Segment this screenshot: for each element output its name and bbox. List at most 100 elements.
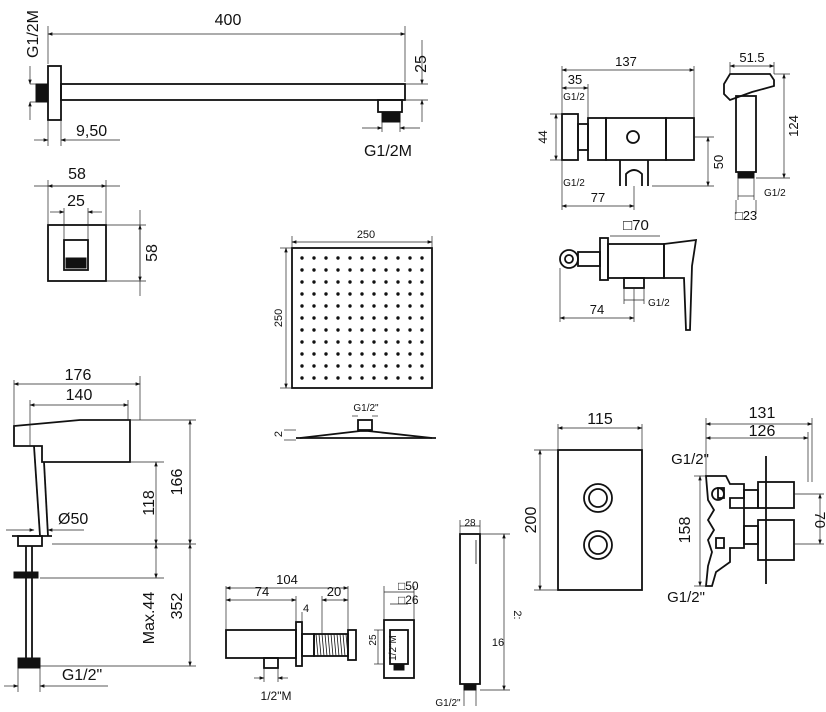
bidet-valve-thread-bottom-label: G1/2 (563, 178, 585, 189)
head-nozzle-grid (300, 256, 424, 380)
nozzle-dot (300, 340, 304, 344)
nozzle-dot (372, 316, 376, 320)
nozzle-dot (420, 364, 424, 368)
thread-mark (318, 633, 322, 657)
elbow-gap-label: 4 (303, 603, 309, 615)
hand-spray-thread-label: G1/2 (764, 188, 786, 199)
nozzle-dot (336, 316, 340, 320)
nozzle-dot (384, 316, 388, 320)
nozzle-dot (408, 280, 412, 284)
nozzle-dot (396, 280, 400, 284)
nozzle-dot (372, 376, 376, 380)
nozzle-dot (300, 316, 304, 320)
elbow-outlet (263, 657, 279, 669)
nozzle-dot (312, 328, 316, 332)
nozzle-dot (396, 340, 400, 344)
nozzle-dot (336, 256, 340, 260)
nozzle-dot (408, 340, 412, 344)
nozzle-dot (420, 328, 424, 332)
nozzle-dot (300, 256, 304, 260)
nozzle-dot (324, 328, 328, 332)
thread-mark (339, 633, 343, 657)
hand-shower-drawing: 28 16 2: G1/2" (435, 518, 523, 709)
bidet-valve-depth-label: 77 (591, 190, 605, 205)
head-side-profile (299, 430, 433, 439)
flange-outer (47, 224, 107, 282)
arm-length-label: 400 (215, 12, 242, 29)
hand-spray-head (723, 73, 775, 102)
bidet-valve-neck (577, 123, 589, 151)
head-plate (291, 247, 433, 389)
wall-valve-connector (559, 249, 579, 269)
nozzle-dot (300, 292, 304, 296)
elbow-body (225, 629, 297, 659)
nozzle-dot (396, 256, 400, 260)
concealed-body-stem-bottom (743, 525, 759, 545)
flange-inner-label: 25 (67, 193, 85, 210)
arm-wall-flange (47, 65, 62, 121)
nozzle-dot (360, 364, 364, 368)
thread-mark (327, 633, 331, 657)
nozzle-dot (324, 256, 328, 260)
nozzle-dot (348, 268, 352, 272)
nozzle-dot (336, 364, 340, 368)
nozzle-dot (384, 340, 388, 344)
thermo-bottom-knob (583, 530, 613, 560)
wall-valve-body (607, 243, 665, 279)
nozzle-dot (384, 328, 388, 332)
nozzle-dot (312, 292, 316, 296)
nozzle-dot (348, 352, 352, 356)
mixer-spout (13, 419, 131, 463)
nozzle-dot (324, 292, 328, 296)
nozzle-dot (300, 268, 304, 272)
hand-spray-thread (737, 171, 755, 179)
arm-inlet-thread-label: G1/2M (25, 10, 42, 58)
flange-inner (63, 239, 89, 271)
hand-spray-handle (735, 95, 757, 173)
nozzle-dot (396, 328, 400, 332)
nozzle-dot (420, 280, 424, 284)
head-thickness-label: 2 (273, 431, 285, 437)
nozzle-dot (420, 268, 424, 272)
elbow-front-outlet (393, 663, 405, 671)
flange-thread (65, 257, 87, 269)
nozzle-dot (360, 256, 364, 260)
nozzle-dot (348, 376, 352, 380)
nozzle-dot (384, 364, 388, 368)
nozzle-dot (372, 256, 376, 260)
nozzle-dot (336, 340, 340, 344)
nozzle-dot (372, 364, 376, 368)
basin-mixer-drawing: 176 140 118 166 Ø50 Max.44 352 G1/2" (4, 367, 196, 692)
shower-arm-drawing: 400 25 G1/2M 9,50 G1/2M (25, 10, 430, 160)
nozzle-dot (336, 292, 340, 296)
bidet-valve-length-label: 137 (615, 54, 637, 69)
bidet-valve-holder (619, 160, 649, 186)
nozzle-dot (300, 328, 304, 332)
mixer-spout-reach-label: 140 (66, 387, 93, 404)
nozzle-dot (324, 376, 328, 380)
nozzle-dot (348, 256, 352, 260)
nozzle-dot (408, 364, 412, 368)
nozzle-dot (396, 352, 400, 356)
arm-drop (377, 99, 403, 113)
bidet-valve-knob (626, 130, 640, 144)
nozzle-dot (396, 292, 400, 296)
thread-mark (324, 633, 328, 657)
bidet-valve-collar (587, 117, 607, 161)
nozzle-dot (372, 328, 376, 332)
elbow-end-nut (347, 629, 357, 661)
bidet-valve-handle (665, 117, 695, 161)
nozzle-dot (408, 268, 412, 272)
wall-outlet-elbow-drawing: 104 74 20 4 1/2"M □50 □26 25 1/2"M (225, 572, 419, 703)
head-side-connector (357, 419, 373, 431)
bidet-valve-center-label: 50 (711, 155, 726, 169)
nozzle-dot (360, 304, 364, 308)
elbow-body-label: 74 (255, 584, 269, 599)
mixer-thread-label: G1/2" (62, 667, 102, 684)
nozzle-dot (408, 328, 412, 332)
nozzle-dot (324, 304, 328, 308)
wall-valve-lever (663, 238, 698, 331)
elbow-extension-label: 20 (327, 584, 341, 599)
nozzle-dot (384, 292, 388, 296)
mixer-shank-label: 352 (169, 593, 186, 620)
